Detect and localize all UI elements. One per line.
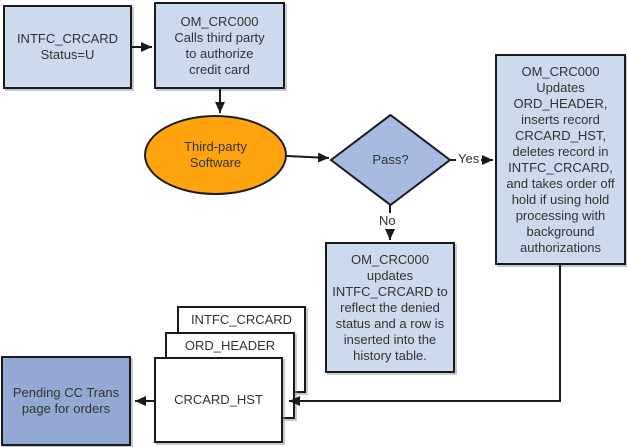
edge-label-no: No xyxy=(377,213,398,229)
node-denied-actions: OM_CRC000 updates INTFC_CRCARD to reflec… xyxy=(325,242,455,373)
node-intfc-crcard-status: INTFC_CRCARD Status=U xyxy=(3,5,132,89)
node-approved-actions: OM_CRC000 Updates ORD_HEADER, inserts re… xyxy=(495,54,626,265)
node-third-party-software: Third-party Software xyxy=(144,115,287,195)
node-record-crcard-hst: CRCARD_HST xyxy=(154,357,283,443)
node-om-crc000-authorize: OM_CRC000 Calls third party to authorize… xyxy=(154,2,285,89)
node-pass-decision-label: Pass? xyxy=(372,152,409,167)
connector-thirdparty-to-decision xyxy=(286,152,330,163)
edge-label-yes: Yes xyxy=(456,151,482,167)
connector-approved-to-records xyxy=(289,265,561,406)
node-pending-cc-trans-page: Pending CC Trans page for orders xyxy=(1,356,131,446)
